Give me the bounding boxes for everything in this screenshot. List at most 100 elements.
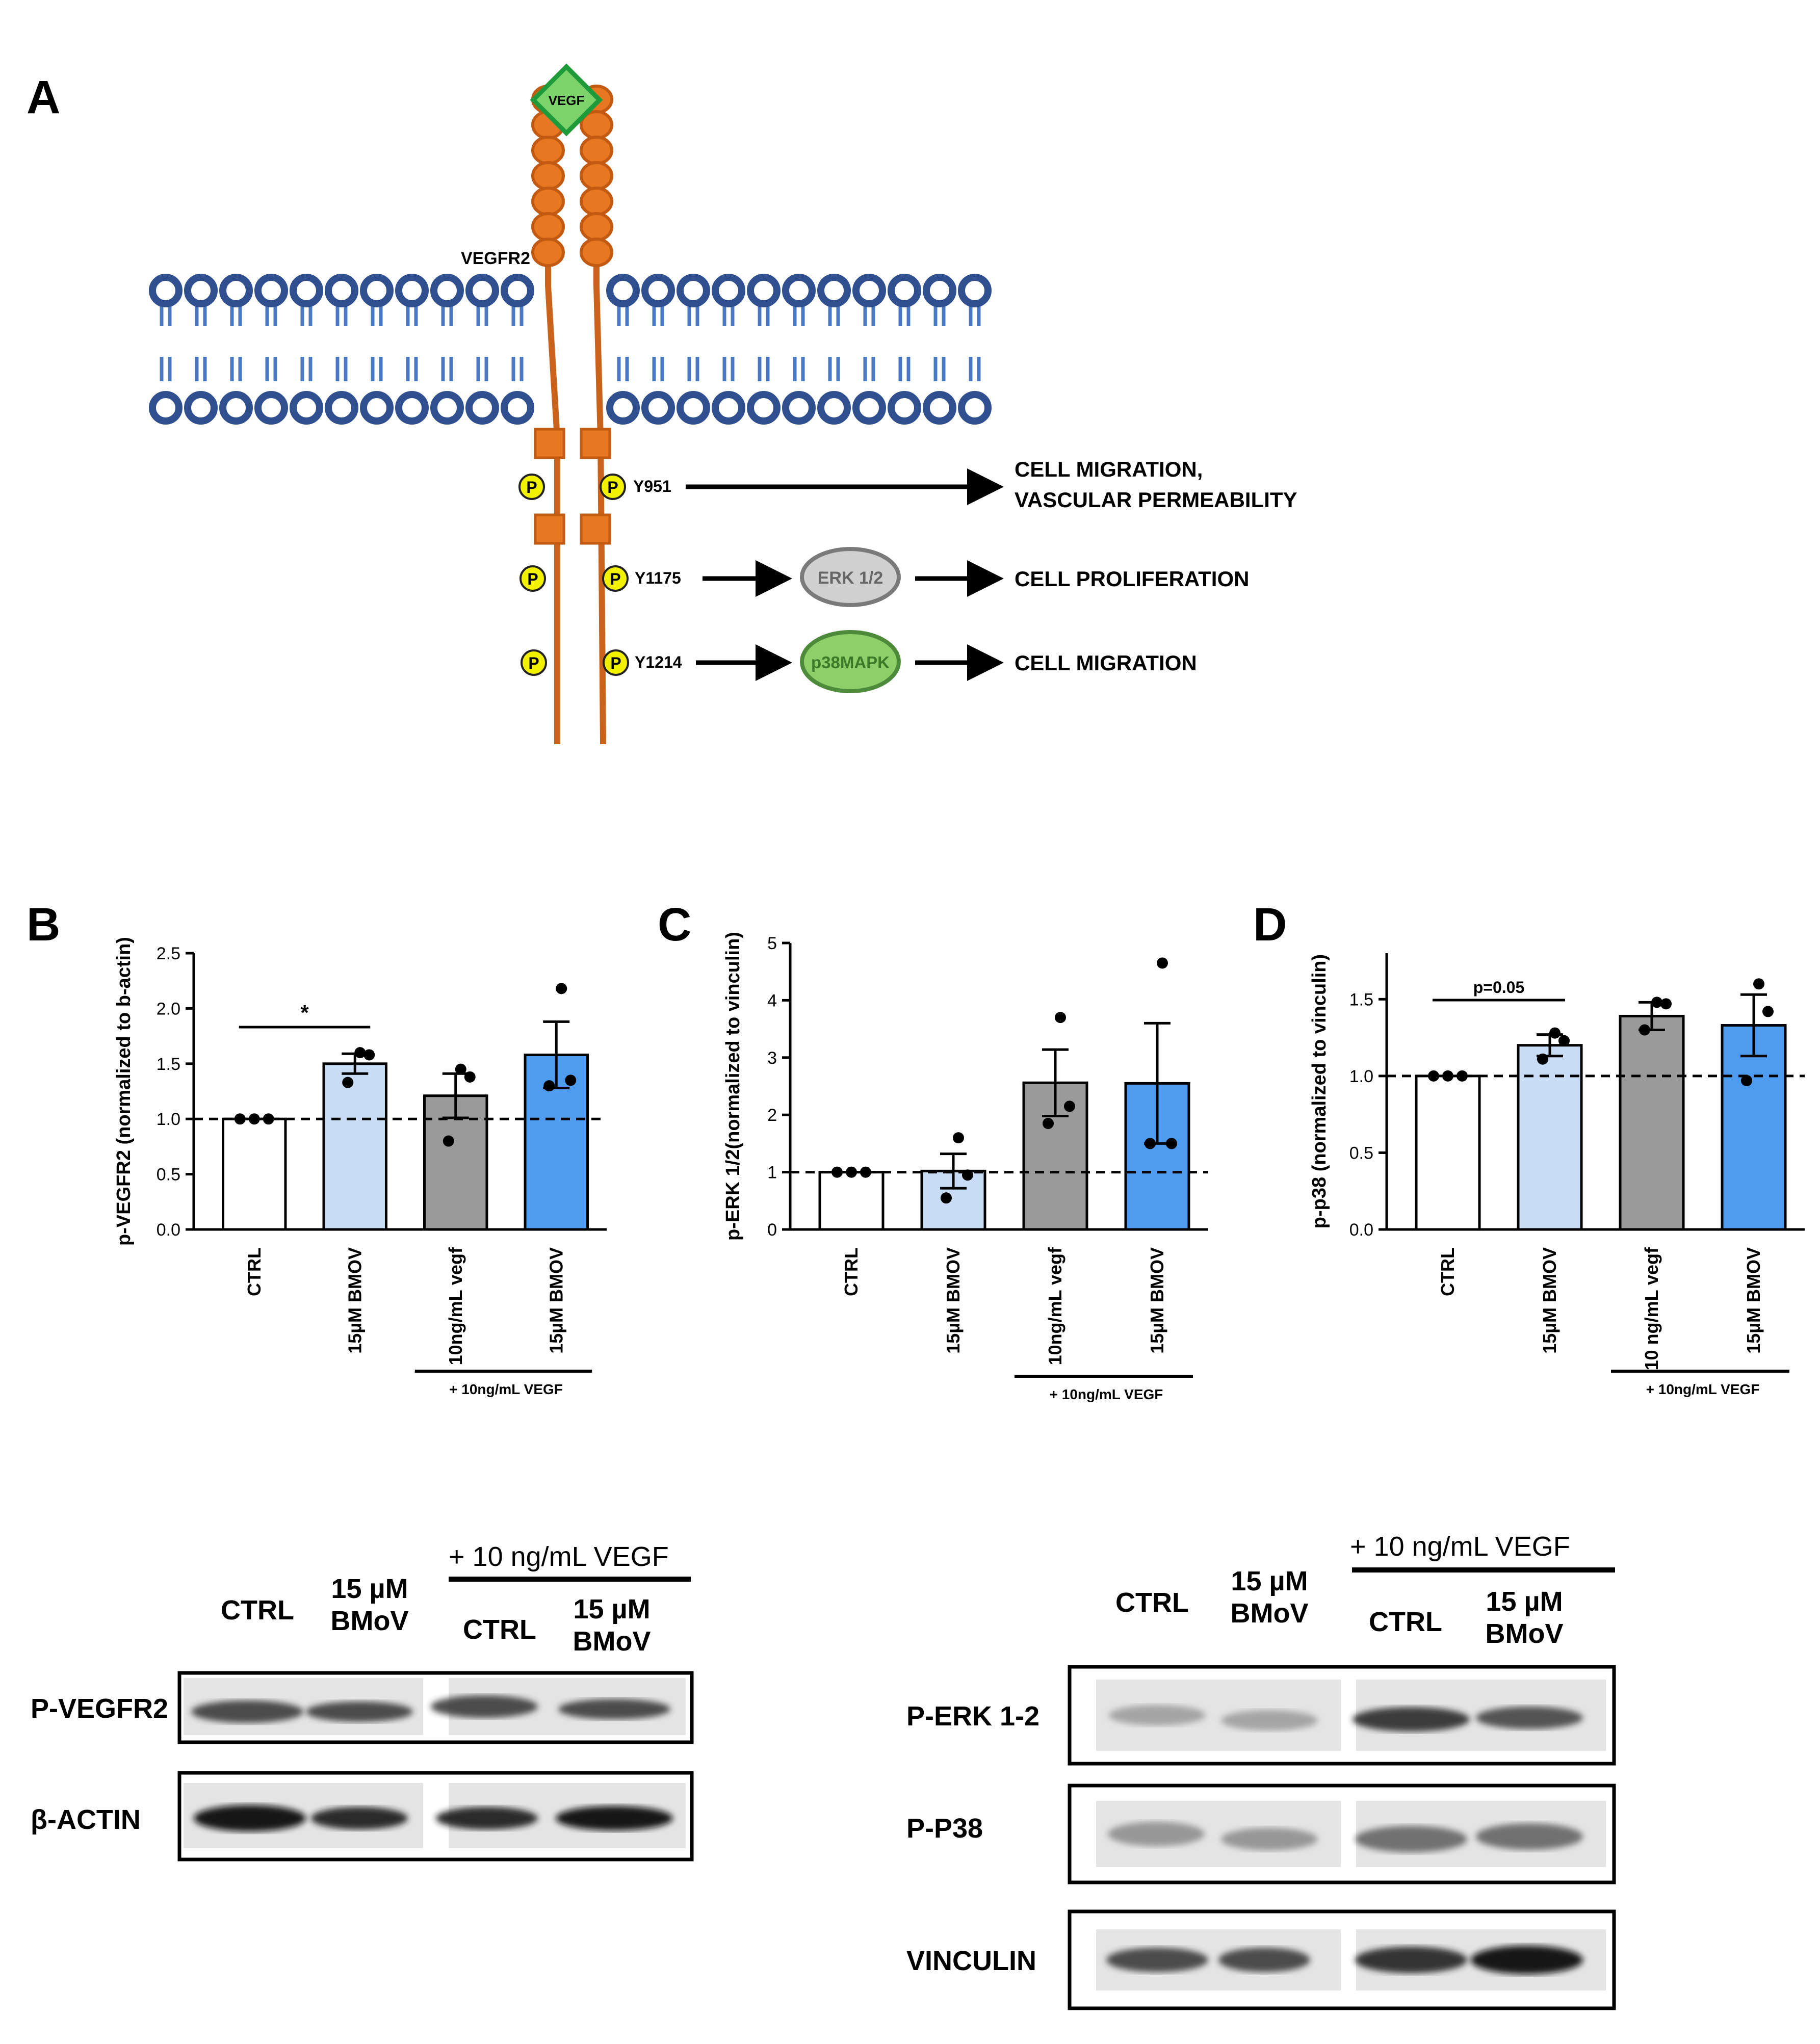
outcome-migration: CELL MIGRATION [1015, 651, 1197, 675]
y-tick-label: 0.0 [1349, 1220, 1373, 1240]
p-symbol: P [526, 478, 537, 496]
bar [322, 1062, 387, 1231]
site-label-y951: Y951 [633, 477, 671, 495]
lipid-head [395, 391, 429, 425]
lane-label-vegf-ctrl: CTRL [1369, 1607, 1442, 1637]
bar [1721, 1024, 1787, 1231]
row-label-vinculin: VINCULIN [906, 1946, 1036, 1976]
phospho-right-1: P [600, 474, 626, 500]
protein-band [1221, 1710, 1318, 1731]
vegf-diamond [530, 63, 603, 137]
data-point [1166, 1138, 1177, 1149]
y-tick-label: 1.5 [1349, 990, 1373, 1009]
data-point [464, 1071, 476, 1083]
protein-band [1471, 1946, 1583, 1974]
lipid-head [747, 274, 781, 307]
ig-domain [531, 238, 565, 267]
phospho-left-2: P [519, 565, 546, 592]
data-point [1145, 1138, 1156, 1149]
lipid-head [923, 274, 956, 307]
lipid-head [254, 274, 288, 307]
lipid-head [817, 274, 851, 307]
protein-band [1109, 1705, 1206, 1725]
p38-label: p38MAPK [811, 653, 890, 672]
western-blot-right: + 10 ng/mL VEGF CTRL 15 µM BMoV CTRL 15 … [906, 1531, 1616, 2010]
lipid-head [184, 391, 218, 425]
protein-band [311, 1807, 408, 1829]
phospho-left-3: P [521, 649, 547, 676]
lipid-head [958, 391, 992, 425]
ig-domain [580, 212, 613, 242]
ig-domain [580, 136, 613, 165]
lane-label-ctrl: CTRL [221, 1595, 294, 1626]
protein-band [1476, 1823, 1583, 1850]
significance-label: * [300, 1001, 309, 1025]
blot-box-p-p38 [1068, 1784, 1616, 1884]
kinase-domain-box [534, 428, 565, 459]
category-label: 15µM BMOV [943, 1247, 964, 1354]
lipid-head [290, 274, 323, 307]
lipid-head [747, 391, 781, 425]
data-point [1639, 1024, 1650, 1036]
chart-b: 0.00.51.01.52.02.5p-VEGFR2 (normalized t… [113, 937, 607, 1397]
panel-c-label: C [658, 899, 691, 951]
vegf-group-label: + 10ng/mL VEGF [1646, 1381, 1760, 1397]
lane-label-vegf-bmov-line2: BMoV [573, 1626, 651, 1657]
vegf-group-label: + 10ng/mL VEGF [449, 1381, 563, 1397]
lipid-head [219, 391, 253, 425]
lipid-head [817, 391, 851, 425]
data-point [342, 1077, 354, 1088]
bar [222, 1117, 287, 1231]
lipid-head [782, 274, 816, 307]
protein-band [1355, 1947, 1467, 1973]
ig-domain [580, 238, 613, 267]
y-tick-label: 5 [767, 934, 777, 953]
data-point [455, 1063, 466, 1075]
category-label: 10ng/mL vegf [445, 1247, 466, 1365]
lipid-head [712, 391, 745, 425]
row-label-p-erk: P-ERK 1-2 [906, 1701, 1039, 1732]
site-label-y1214: Y1214 [635, 653, 682, 671]
lipid-head [888, 274, 921, 307]
outcome-proliferation: CELL PROLIFERATION [1015, 567, 1249, 591]
lipid-head [149, 274, 183, 307]
bar [1022, 1081, 1088, 1231]
p-symbol: P [610, 654, 621, 672]
data-point [1762, 1006, 1774, 1017]
protein-band [1106, 1948, 1208, 1972]
bands-right [1096, 1680, 1606, 1990]
y-tick-label: 0 [767, 1220, 777, 1240]
protein-band [1355, 1826, 1467, 1852]
data-point [1157, 957, 1168, 969]
lane-label-bmov-line1: 15 µM [1231, 1566, 1308, 1596]
vegf-label: VEGF [549, 93, 585, 108]
lipid-head [501, 391, 534, 425]
data-point [941, 1192, 952, 1204]
y-tick-label: 2.0 [157, 999, 180, 1018]
y-tick-label: 2.5 [157, 944, 180, 963]
data-point [443, 1135, 454, 1147]
lane-label-vegf-bmov-line1: 15 µM [573, 1594, 650, 1624]
data-point [1043, 1118, 1054, 1130]
blot-box-p-vegfr2 [177, 1671, 694, 1744]
panel-d-label: D [1253, 899, 1287, 951]
erk-label: ERK 1/2 [818, 568, 883, 588]
lipid-head [360, 391, 394, 425]
y-axis-label: p-VEGFR2 (normalized to b-actin) [113, 937, 135, 1246]
y-tick-label: 1 [767, 1163, 777, 1183]
y-tick-label: 3 [767, 1049, 777, 1068]
outcome-vascular-permeability: VASCULAR PERMEABILITY [1015, 488, 1297, 512]
protein-band [556, 1806, 673, 1830]
lipid-head [219, 274, 253, 307]
vegfr2-receptor [531, 85, 613, 745]
vegf-group-label: + 10ng/mL VEGF [1050, 1386, 1163, 1402]
protein-band [1476, 1707, 1583, 1729]
category-label: 15µM BMOV [545, 1247, 566, 1354]
lipid-head [465, 274, 499, 307]
kinase-domain-box [580, 513, 611, 545]
blot-right-header: + 10 ng/mL VEGF [1350, 1531, 1570, 1562]
lipid-head [325, 274, 358, 307]
data-point [1457, 1070, 1468, 1082]
protein-band [306, 1701, 413, 1722]
